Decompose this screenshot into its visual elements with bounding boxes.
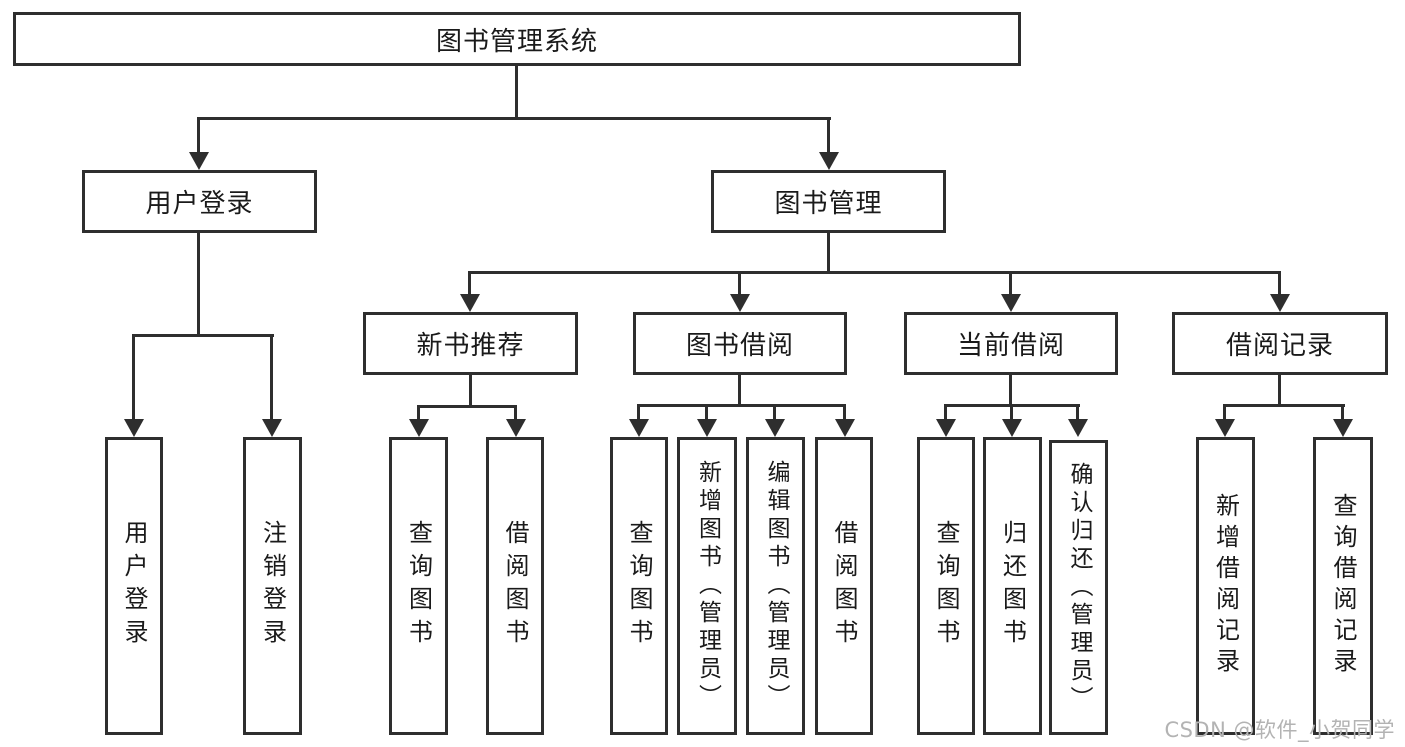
leaf-confirm-return-admin: 确认归还（管理员）	[1049, 440, 1108, 735]
connector-stem-leaf-logout	[270, 334, 273, 421]
leaf-add-borrowing-record: 新增借阅记录	[1196, 437, 1255, 735]
node-label: 查询图书	[932, 520, 960, 652]
node-book-management-branch: 图书管理	[711, 170, 946, 233]
connector-book-borrowing-vertical	[738, 375, 741, 407]
arrow-down-icon	[1002, 419, 1022, 437]
node-library-management-system: 图书管理系统	[13, 12, 1021, 66]
arrow-down-icon	[189, 152, 209, 170]
connector-user-login-horizontal	[132, 334, 274, 337]
node-label: 图书借阅	[685, 331, 794, 361]
connector-new-book-horizontal	[417, 405, 517, 408]
leaf-edit-book-admin: 编辑图书（管理员）	[746, 437, 805, 735]
connector-stem	[417, 405, 420, 421]
leaf-query-books-borrowing: 查询图书	[610, 437, 668, 735]
leaf-add-book-admin: 新增图书（管理员）	[677, 437, 737, 735]
arrow-down-icon	[124, 419, 144, 437]
arrow-down-icon	[936, 419, 956, 437]
connector-level3-horizontal	[468, 271, 1281, 274]
node-label: 编辑图书（管理员）	[763, 460, 789, 712]
node-label: 归还图书	[998, 520, 1027, 652]
node-label: 借阅记录	[1225, 331, 1334, 361]
connector-stem	[773, 404, 776, 421]
arrow-down-icon	[629, 419, 649, 437]
arrow-down-icon	[730, 294, 750, 312]
arrow-down-icon	[460, 294, 480, 312]
arrow-down-icon	[262, 419, 282, 437]
connector-level2-horizontal	[197, 117, 831, 120]
connector-stem-user-login	[197, 117, 200, 154]
node-label: 当前借阅	[956, 331, 1065, 361]
node-new-book-recommendation: 新书推荐	[363, 312, 578, 375]
node-current-borrowing: 当前借阅	[904, 312, 1118, 375]
leaf-logout: 注销登录	[243, 437, 302, 735]
watermark-csdn: CSDN @软件_小贺同学	[1164, 718, 1395, 742]
connector-stem	[705, 404, 708, 421]
leaf-query-books-current: 查询图书	[917, 437, 975, 735]
connector-book-management-vertical	[827, 233, 830, 274]
connector-stem-leaf-user-login	[132, 334, 135, 421]
leaf-borrow-books-borrowing: 借阅图书	[815, 437, 873, 735]
arrow-down-icon	[819, 152, 839, 170]
connector-borrowing-records-vertical	[1278, 375, 1281, 407]
arrow-down-icon	[765, 419, 785, 437]
node-label: 注销登录	[258, 520, 287, 652]
connector-stem-new-book	[468, 271, 471, 296]
connector-root-vertical	[515, 64, 518, 120]
node-label: 新增图书（管理员）	[694, 460, 721, 712]
connector-book-borrowing-horizontal	[637, 404, 846, 407]
connector-stem	[1076, 404, 1079, 421]
arrow-down-icon	[1270, 294, 1290, 312]
leaf-user-login: 用户登录	[105, 437, 163, 735]
leaf-borrow-books-recommendation: 借阅图书	[486, 437, 544, 735]
connector-stem	[514, 405, 517, 421]
connector-borrowing-records-horizontal	[1223, 404, 1345, 407]
arrow-down-icon	[697, 419, 717, 437]
node-label: 查询图书	[625, 520, 653, 652]
arrow-down-icon	[506, 419, 526, 437]
connector-stem	[1223, 404, 1226, 421]
arrow-down-icon	[409, 419, 429, 437]
connector-stem	[1341, 404, 1344, 421]
node-label: 查询借阅记录	[1329, 493, 1357, 679]
connector-current-borrowing-vertical	[1009, 375, 1012, 407]
connector-stem	[1010, 404, 1013, 421]
node-label: 图书管理系统	[435, 26, 598, 57]
leaf-query-borrowing-record: 查询借阅记录	[1313, 437, 1373, 735]
connector-stem	[944, 404, 947, 421]
arrow-down-icon	[1215, 419, 1235, 437]
node-label: 新书推荐	[416, 331, 525, 361]
node-label: 用户登录	[145, 189, 254, 219]
node-user-login-branch: 用户登录	[82, 170, 317, 233]
arrow-down-icon	[1001, 294, 1021, 312]
node-label: 确认归还（管理员）	[1066, 461, 1092, 714]
connector-stem	[637, 404, 640, 421]
connector-new-book-vertical	[469, 375, 472, 408]
connector-stem-borrowing-records	[1278, 271, 1281, 296]
connector-stem-current-borrowing	[1009, 271, 1012, 296]
node-label: 新增借阅记录	[1211, 493, 1240, 679]
arrow-down-icon	[1068, 419, 1088, 437]
connector-stem-book-management	[827, 117, 830, 154]
node-borrowing-records: 借阅记录	[1172, 312, 1388, 375]
connector-user-login-vertical	[197, 233, 200, 337]
node-label: 图书管理	[774, 189, 883, 219]
node-label: 借阅图书	[501, 520, 529, 652]
node-label: 借阅图书	[830, 520, 858, 652]
node-book-borrowing: 图书借阅	[633, 312, 847, 375]
arrow-down-icon	[1333, 419, 1353, 437]
node-label: 用户登录	[120, 520, 148, 652]
node-label: 查询图书	[404, 520, 433, 652]
leaf-query-books-recommendation: 查询图书	[389, 437, 448, 735]
arrow-down-icon	[835, 419, 855, 437]
leaf-return-books: 归还图书	[983, 437, 1042, 735]
connector-stem	[843, 404, 846, 421]
connector-stem-book-borrowing	[738, 271, 741, 296]
